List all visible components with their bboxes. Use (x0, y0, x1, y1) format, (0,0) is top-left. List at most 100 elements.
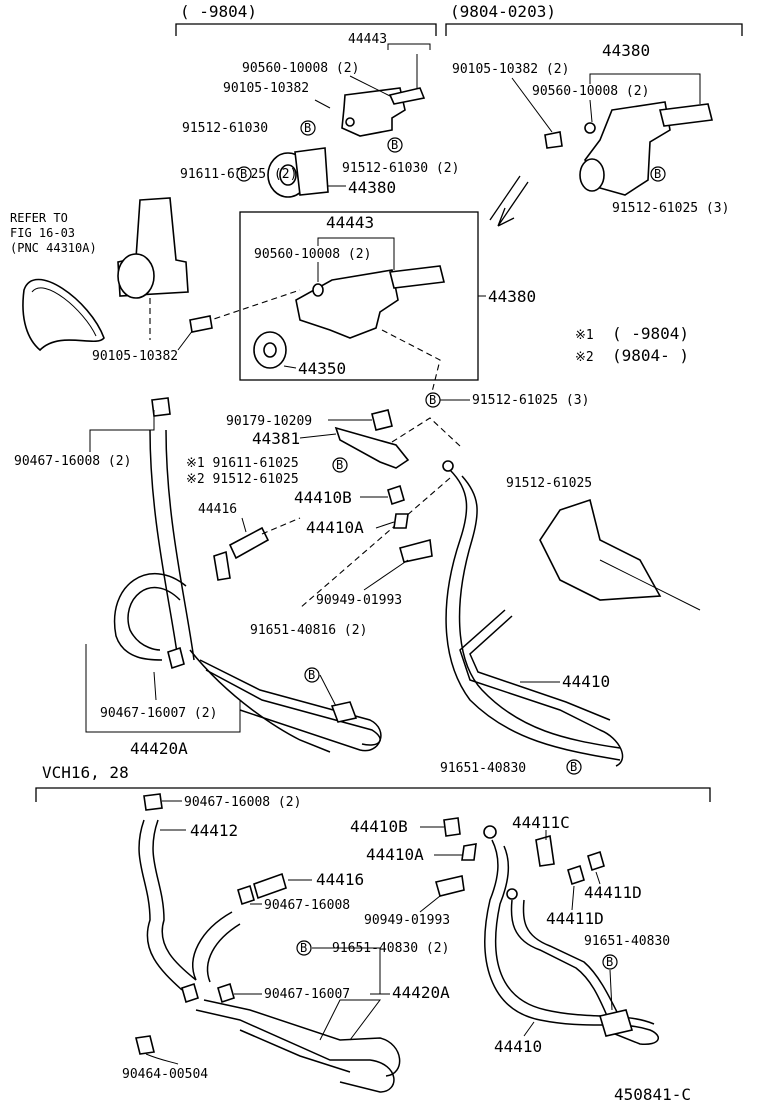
label-91512-61030-2: 91512-61030 (2) (342, 161, 459, 176)
label-note1-91611: ※1 91611-61025 (186, 456, 299, 471)
pulley-box (253, 331, 287, 369)
bolt-symbol (566, 759, 582, 775)
label-b-44416: 44416 (316, 870, 364, 889)
bolt-symbol (296, 940, 312, 956)
bolt-symbol-text: B (429, 393, 436, 407)
refer-line2: FIG 16-03 (10, 226, 75, 240)
label-b-91651-40830-2: 91651-40830 (2) (332, 941, 449, 956)
pump-bracket-box (295, 265, 445, 339)
nut-44411D-a (587, 850, 605, 872)
refer-line3: (PNC 44310A) (10, 241, 97, 255)
clamp-90467-16007 (167, 646, 185, 670)
bolt-44410A (393, 513, 409, 529)
bolt-symbol-text: B (336, 458, 343, 472)
label-b-90464: 90464-00504 (122, 1067, 208, 1082)
pressure-hose-44410 (442, 460, 624, 767)
label-b-90467-16008: 90467-16008 (264, 898, 350, 913)
clamp-b-90949 (434, 875, 465, 897)
note1-mark: ※1 (575, 328, 594, 343)
label-b-44420A: 44420A (392, 983, 450, 1002)
note2-mark: ※2 (575, 350, 594, 365)
label-b-44410A: 44410A (366, 845, 424, 864)
label-90179: 90179-10209 (226, 414, 312, 429)
pressure-hose-lower-44410 (483, 825, 659, 1045)
hose-44420A (113, 573, 382, 753)
label-44443-box: 44443 (326, 213, 374, 232)
bolt-symbol-text: B (391, 138, 398, 152)
label-b-90467-16007: 90467-16007 (264, 987, 350, 1002)
clamp-lower-44416 (237, 884, 255, 906)
label-b-44410B: 44410B (350, 817, 408, 836)
return-hose-44412 (138, 819, 197, 991)
label-b-44411D-b: 44411D (546, 909, 604, 928)
section-title: VCH16, 28 (42, 763, 129, 782)
label-91512-61025-3-mid: 91512-61025 (3) (472, 393, 589, 408)
label-91512-61025-3-right: 91512-61025 (3) (612, 201, 729, 216)
reservoir (117, 197, 189, 340)
bolt-symbol-text: B (654, 167, 661, 181)
arrow-indicator-2 (489, 175, 521, 221)
label-b-44411C: 44411C (512, 813, 570, 832)
label-90949: 90949-01993 (316, 593, 402, 608)
label-44380-right: 44380 (602, 41, 650, 60)
label-90467-16007-2: 90467-16007 (2) (100, 706, 217, 721)
bolt-symbol (300, 120, 316, 136)
label-90560-top: 90560-10008 (2) (242, 61, 359, 76)
refer-line1: REFER TO (10, 211, 68, 225)
label-44380-box: 44380 (488, 287, 536, 306)
lower-bracket (35, 787, 711, 802)
bolt-symbol-text: B (570, 760, 577, 774)
label-44416: 44416 (198, 502, 237, 517)
label-b-90949: 90949-01993 (364, 913, 450, 928)
bolt-symbol-text: B (308, 668, 315, 682)
clamp-90467-16008-lower (143, 793, 163, 811)
note2-range: (9804- ) (612, 346, 689, 365)
bolt-symbol (304, 667, 320, 683)
bolt-44411C (535, 834, 555, 867)
pump-bracket-top-right (544, 101, 713, 196)
label-90105-right: 90105-10382 (2) (452, 62, 569, 77)
bolt-symbol-text: B (240, 167, 247, 181)
bolt-symbol (650, 166, 666, 182)
label-44380-top: 44380 (348, 178, 396, 197)
label-44443-top: 44443 (348, 32, 387, 47)
hose-lower-44420A (192, 911, 401, 1093)
label-91512-61030: 91512-61030 (182, 121, 268, 136)
label-note2-91512: ※2 91512-61025 (186, 472, 299, 487)
label-44381: 44381 (252, 429, 300, 448)
label-91651-40816: 91651-40816 (2) (250, 623, 367, 638)
clamp-b-44410B (443, 817, 461, 837)
label-b-44410: 44410 (494, 1037, 542, 1056)
clamp-90949 (399, 538, 433, 563)
label-90105-top: 90105-10382 (223, 81, 309, 96)
figure-id: 450841-C (614, 1085, 691, 1104)
label-44410: 44410 (562, 672, 610, 691)
drive-belt (22, 278, 105, 352)
bracket-44381 (334, 409, 410, 469)
label-b-44411D-a: 44411D (584, 883, 642, 902)
header-left-range: ( -9804) (180, 2, 257, 21)
bolt-symbol (332, 457, 348, 473)
header-bracket-right: (9804-0203) (445, 2, 743, 36)
label-44410B: 44410B (294, 488, 352, 507)
clamp-90464 (135, 1035, 155, 1055)
label-44350: 44350 (298, 359, 346, 378)
arrow-indicator (497, 181, 529, 227)
header-bracket-left: ( -9804) (175, 2, 437, 36)
bolt-symbol-text: B (304, 121, 311, 135)
clamp-44410B (387, 484, 405, 506)
bolt-symbol (387, 137, 403, 153)
label-90560-box: 90560-10008 (2) (254, 247, 371, 262)
bolt-symbol-text: B (300, 941, 307, 955)
pump-bracket-top-left (341, 87, 426, 137)
label-44420A: 44420A (130, 739, 188, 758)
label-91651-40830: 91651-40830 (440, 761, 526, 776)
bolt-symbol (236, 166, 252, 182)
nut-44411D-b (567, 864, 585, 886)
label-b-90467-16008-2: 90467-16008 (2) (184, 795, 301, 810)
pulley-top-left (267, 147, 329, 198)
header-right-range: (9804-0203) (450, 2, 556, 21)
label-90560-right: 90560-10008 (2) (532, 84, 649, 99)
